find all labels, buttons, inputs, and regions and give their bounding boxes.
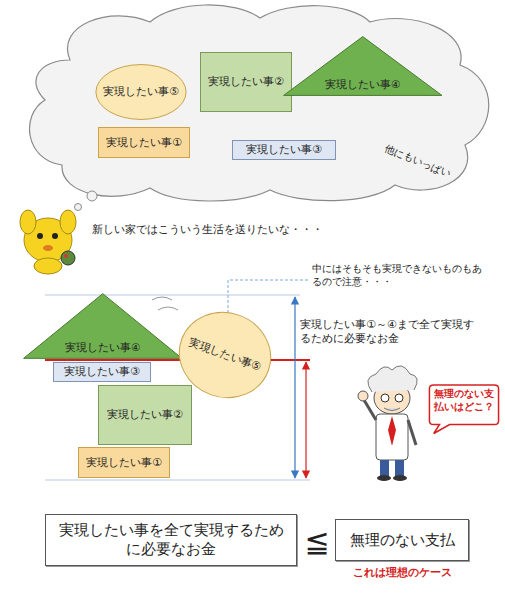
item-text: 実現したい事① [86, 456, 162, 470]
item-text: 実現したい事① [106, 136, 182, 150]
item-box: 実現したい事① [98, 127, 190, 158]
triangle-shape: 実現したい事④ [282, 36, 444, 96]
relation-symbol: ≦ [300, 522, 334, 561]
thought-cloud [30, 5, 489, 201]
item-text: 実現したい事を全て実現するために必要なお金 [46, 521, 296, 559]
item-box: 実現したい事① [78, 447, 170, 478]
item-box: 実現したい事を全て実現するために必要なお金 [45, 514, 297, 566]
note-text: 新しい家ではこういう生活を送りたいな・・・ [92, 223, 392, 237]
item-text: 実現したい事② [208, 75, 284, 89]
item-text: 実現したい事③ [64, 365, 140, 379]
dimension-arrow [305, 362, 306, 478]
scientist [358, 366, 417, 481]
item-text: 実現したい事⑤ [103, 85, 179, 99]
mascot [20, 210, 76, 274]
item-text: 実現したい事④ [325, 78, 400, 91]
item-text: 実現したい事③ [246, 143, 322, 157]
item-box: 無理のない支払 [335, 519, 469, 561]
item-box: 実現したい事③ [53, 362, 151, 382]
dimension-arrow [294, 297, 295, 478]
leader-line [228, 280, 308, 318]
triangle-shape: 実現したい事④ [22, 293, 184, 359]
item-box: 実現したい事③ [232, 140, 336, 160]
note-text: 中にはそもそも実現できないものもあるので注意・・・ [312, 262, 482, 288]
guide-line [45, 480, 310, 481]
guide-line [45, 295, 300, 296]
item-text: 無理のない支払いはどこ？ [432, 388, 496, 413]
motion-mark [158, 307, 178, 310]
note-text: これは理想のケース [340, 566, 464, 580]
speech-bubble: 無理のない支払いはどこ？ [428, 384, 500, 429]
thought-bubble [75, 204, 82, 211]
item-text: 実現したい事② [107, 408, 183, 422]
note-text: 実現したい事①～④まで全て実現するために必要なお金 [300, 318, 480, 347]
item-text: 実現したい事④ [65, 341, 140, 354]
thought-bubble [87, 191, 97, 201]
item-box: 実現したい事② [98, 385, 192, 445]
item-text: 無理のない支払 [342, 531, 463, 550]
item-box: 実現したい事② [200, 52, 292, 112]
motion-mark [152, 297, 172, 300]
ellipse-shape: 実現したい事⑤ [95, 64, 187, 120]
